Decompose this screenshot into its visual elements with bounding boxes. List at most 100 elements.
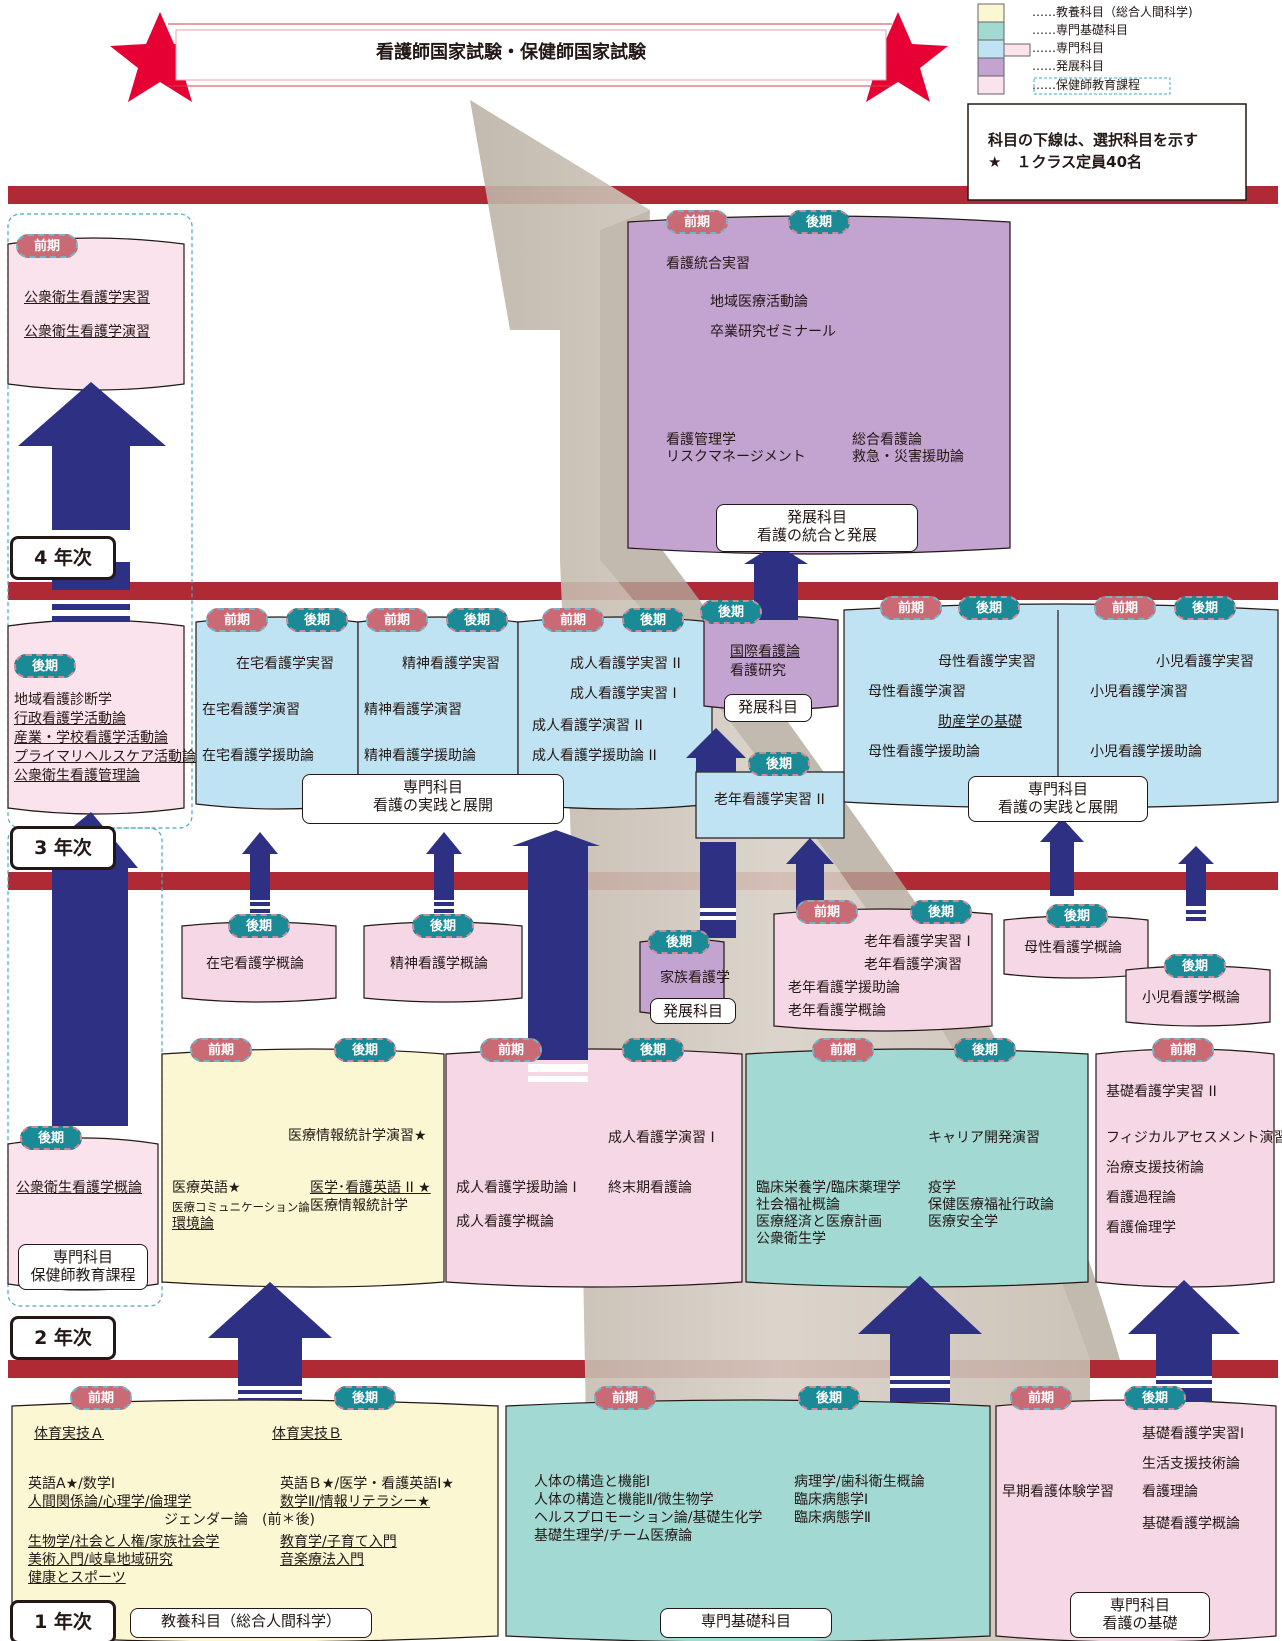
seijin2-subject-2: 成人看護学援助論 I: [456, 1180, 577, 1196]
term-badge-kouki: 後期: [286, 608, 348, 632]
year-label-4: 4 年次: [10, 536, 116, 580]
boshi3-subject-7: 小児看護学援助論: [1090, 744, 1202, 760]
up-arrow-hoken4: [18, 382, 166, 530]
hatten4-subject-5a: 総合看護論: [852, 432, 922, 448]
term-badge-zenki: 前期: [880, 596, 942, 620]
seijin2-subject-4: 成人看護学概論: [456, 1214, 554, 1230]
seijin3-subject-3: 成人看護学演習 II: [532, 718, 643, 734]
hoken3-subject-2: 行政看護学活動論: [14, 711, 126, 727]
hoken3-subject-5: 公衆衛生看護管理論: [14, 768, 140, 784]
kokusai3-subject-2: 看護研究: [730, 663, 786, 679]
boshi3-subject-5: 小児看護学実習: [1156, 654, 1254, 670]
hatten4-subject-5b: 救急・災害援助論: [852, 449, 964, 465]
kyoyo1-subject-8: 健康とスポーツ: [28, 1570, 126, 1586]
kyoyo1-subject-7: 美術入門/岐阜地域研究: [28, 1552, 173, 1568]
kyoyo2-box: [161, 1048, 445, 1288]
ronen-subject-1: 老年看護学実習 I: [864, 934, 971, 950]
note-box: [967, 103, 1247, 201]
legend-swatch-senmon-pink: [1003, 43, 1031, 57]
up-arrow-kokusai: [686, 728, 746, 772]
up-arrow-ronen: [786, 838, 834, 910]
kyoyo1-subject-1: 体育実技Ａ: [34, 1426, 104, 1442]
hoken2-subject-1: 公衆衛生看護学概論: [16, 1180, 142, 1196]
kango2-subject-3: 治療支援技術論: [1106, 1160, 1204, 1176]
term-badge-kouki: 後期: [412, 914, 474, 938]
kyoyo2-subject-1: 医療情報統計学演習★: [288, 1128, 427, 1144]
kango1-subject-1: 早期看護体験学習: [1002, 1484, 1114, 1500]
senmon3-caption-left: 専門科目 看護の実践と展開: [302, 774, 564, 824]
term-badge-kouki: 後期: [334, 1386, 396, 1410]
ronen-subject-3: 老年看護学援助論: [788, 980, 900, 996]
boshi3-subject-4: 母性看護学援助論: [868, 744, 980, 760]
senmon3-caption-right: 専門科目 看護の実践と展開: [968, 776, 1148, 822]
senmon3-caption-right-line-1: 専門科目: [1027, 780, 1088, 798]
seijin2-subject-1: 成人看護学演習 I: [608, 1130, 715, 1146]
boshi3-subject-6: 小児看護学演習: [1090, 684, 1188, 700]
ronen3-box: [695, 771, 845, 839]
legend-text-kiso: ……専門基礎科目: [1032, 23, 1129, 37]
term-badge-kouki: 後期: [20, 1126, 82, 1150]
term-badge-zenki: 前期: [812, 1038, 874, 1062]
ronen3-subject-1: 老年看護学実習 II: [714, 792, 825, 808]
hatten4-caption: 発展科目 看護の統合と発展: [716, 504, 918, 552]
shaft-ronen: [700, 842, 736, 938]
kyoyo2-subject-4: 環境論: [172, 1216, 214, 1232]
hatten4-subject-3: 卒業研究ゼミナール: [710, 324, 836, 340]
kokusai3-subject-1: 国際看護論: [730, 644, 800, 660]
seijin2-subject-3: 終末期看護論: [608, 1180, 692, 1196]
kango1-subject-3: 生活支援技術論: [1142, 1456, 1240, 1472]
year-label-2: 2 年次: [10, 1316, 116, 1360]
term-badge-zenki: 前期: [1094, 596, 1156, 620]
boshi3-subject-1: 母性看護学実習: [938, 654, 1036, 670]
term-badge-kouki: 後期: [14, 654, 76, 678]
hatten4-subject-4b: リスクマネージメント: [666, 449, 806, 465]
term-badge-kouki: 後期: [228, 914, 290, 938]
hatten4-caption-line-2: 看護の統合と発展: [756, 526, 877, 544]
legend-swatch-hatten: [977, 57, 1005, 77]
kyoyo1-caption: 教養科目（総合人間科学）: [130, 1608, 372, 1638]
term-badge-zenki: 前期: [1010, 1386, 1072, 1410]
legend-swatch-senmon: [977, 39, 1005, 59]
term-badge-zenki: 前期: [70, 1386, 132, 1410]
kyoyo1-subject-12: 音楽療法入門: [280, 1552, 364, 1568]
term-badge-kouki: 後期: [748, 752, 810, 776]
term-badge-kouki: 後期: [622, 1038, 684, 1062]
up-arrow-shoni: [1178, 846, 1214, 906]
legend-swatch-kyoyo: [977, 3, 1005, 23]
kango2-subject-1: 基礎看護学実習 II: [1106, 1084, 1217, 1100]
kyoyo2-subject-3: 医療コミュニケーション論: [172, 1200, 310, 1214]
ronen-subject-2: 老年看護学演習: [864, 957, 962, 973]
zaitaku3-subject-3: 在宅看護学援助論: [202, 748, 314, 764]
kokusai3-caption: 発展科目: [724, 694, 812, 722]
kiso2-subject-3: 社会福祉概論: [756, 1197, 840, 1213]
kyoyo1-subject-6: 生物学/社会と人権/家族社会学: [28, 1534, 220, 1550]
kango1-subject-5: 基礎看護学概論: [1142, 1516, 1240, 1532]
seijin3-subject-2: 成人看護学実習 I: [570, 686, 677, 702]
term-badge-kouki: 後期: [788, 210, 850, 234]
kiso2-subject-4: 医療経済と医療計画: [756, 1214, 882, 1230]
up-arrow-seishin: [426, 832, 462, 900]
kyoyo1-subject-11: 教育学/子育て入門: [280, 1534, 397, 1550]
hatten4-box: [627, 215, 1011, 555]
kazoku-caption: 発展科目: [650, 998, 736, 1024]
kango2-subject-5: 看護倫理学: [1106, 1220, 1176, 1236]
hatten4-caption-line-1: 発展科目: [786, 508, 847, 526]
kyoyo2-subject-5: 医学･看護英語 II ★: [310, 1180, 431, 1196]
hoken3-subject-3: 産業・学校看護学活動論: [14, 730, 168, 746]
note-line-2: ★ １クラス定員40名: [988, 153, 1143, 171]
kango2-subject-2: フィジカルアセスメント演習: [1106, 1130, 1282, 1146]
kango1-caption-line-2: 看護の基礎: [1102, 1614, 1178, 1632]
seishin3-subject-2: 精神看護学演習: [364, 702, 462, 718]
hoken2-caption-line-1: 専門科目: [52, 1248, 113, 1266]
term-badge-zenki: 前期: [480, 1038, 542, 1062]
up-arrow-hoken3: [22, 812, 138, 1126]
term-badge-zenki: 前期: [666, 210, 728, 234]
up-arrow-zaitaku: [242, 832, 278, 900]
kyoyo1-subject-3: 英語A★/数学Ⅰ: [28, 1476, 115, 1492]
page-title: 看護師国家試験・保健師国家試験: [376, 42, 646, 63]
kiso1-subject-1: 人体の構造と機能Ⅰ: [534, 1474, 651, 1490]
kazoku-subject: 家族看護学: [660, 970, 730, 986]
shoni-gairon: 小児看護学概論: [1142, 990, 1240, 1006]
term-badge-zenki: 前期: [366, 608, 428, 632]
seishin3-subject-1: 精神看護学実習: [402, 656, 500, 672]
